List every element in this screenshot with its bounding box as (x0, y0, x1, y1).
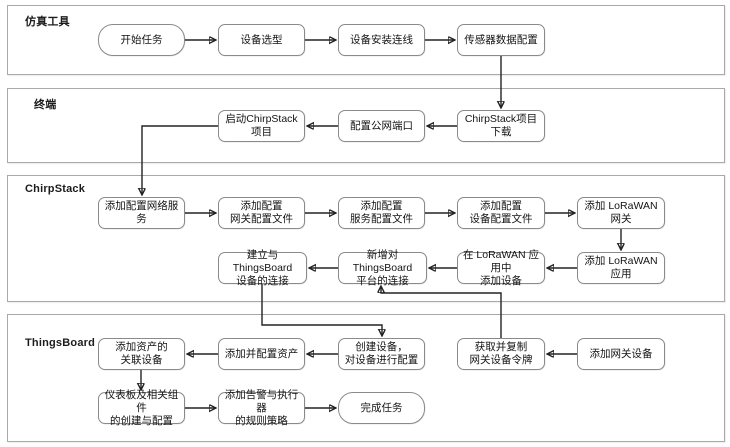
flow-node-dashboard-create-configure: 仪表板及相关组件 的创建与配置 (98, 389, 185, 427)
lane-label-chirpstack: ChirpStack (25, 183, 86, 195)
flow-node-configure-public-port: 配置公网端口 (338, 110, 425, 142)
flow-node-start-task: 开始任务 (98, 24, 185, 56)
flow-node-sensor-data-config: 传感器数据配置 (457, 24, 545, 56)
flow-node-add-configure-asset: 添加并配置资产 (218, 338, 305, 370)
flow-node-add-device-in-lorawan-app: 在 LoRaWAN 应用中 添加设备 (457, 249, 545, 287)
flow-node-add-alarm-rule-chain: 添加告警与执行器 的规则策略 (218, 389, 305, 427)
flow-node-create-device-configure: 创建设备， 对设备进行配置 (338, 338, 425, 370)
flow-node-launch-chirpstack-project: 启动ChirpStack项目 (218, 110, 305, 142)
flow-node-add-service-config-file: 添加配置 服务配置文件 (338, 197, 425, 229)
flow-node-connect-thingsboard-platform: 新增对ThingsBoard 平台的连接 (338, 249, 427, 287)
lane-label-terminal: 终端 (34, 99, 57, 111)
flow-node-add-network-server-config: 添加配置网络服务 (98, 197, 185, 229)
flow-node-add-gateway-device: 添加网关设备 (577, 338, 665, 370)
flow-node-add-device-config-file: 添加配置 设备配置文件 (457, 197, 545, 229)
flow-node-get-copy-gateway-token: 获取并复制 网关设备令牌 (457, 338, 545, 370)
flow-node-chirpstack-download: ChirpStack项目下载 (457, 110, 545, 142)
lane-terminal: 终端 (7, 88, 725, 163)
flow-node-device-selection: 设备选型 (218, 24, 305, 56)
flow-node-finish-task: 完成任务 (338, 392, 425, 424)
flow-node-device-install-wiring: 设备安装连线 (338, 24, 425, 56)
flow-node-add-lorawan-app: 添加 LoRaWAN 应用 (577, 252, 665, 284)
flow-node-connect-thingsboard-device: 建立与ThingsBoard 设备的连接 (218, 249, 307, 287)
flow-node-add-asset-related-device: 添加资产的 关联设备 (98, 338, 185, 370)
flow-node-add-lorawan-gateway: 添加 LoRaWAN 网关 (577, 197, 665, 229)
lane-label-thingsboard: ThingsBoard (25, 337, 96, 349)
flow-node-add-gateway-config-file: 添加配置 网关配置文件 (218, 197, 305, 229)
lane-label-simulation-tools: 仿真工具 (25, 16, 70, 28)
